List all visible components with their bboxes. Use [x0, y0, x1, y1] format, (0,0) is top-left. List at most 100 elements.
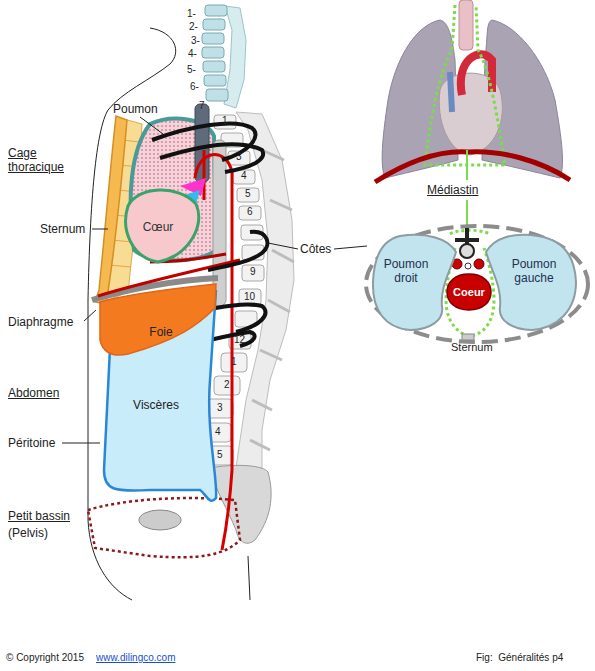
leader-line: [84, 310, 96, 321]
body-outline: [248, 556, 250, 600]
region-heading: Médiastin: [427, 183, 478, 197]
thoracic-vertebra: [214, 115, 236, 129]
thoracic-vertebra: [241, 225, 263, 240]
lung-section: [486, 235, 576, 330]
thorax-section-outline: [366, 226, 588, 342]
copyright-note: © Copyright 2015: [6, 652, 84, 664]
node-outline: [98, 280, 220, 362]
thoracic-vertebra: [242, 245, 264, 260]
rib: [208, 232, 267, 270]
region-heading: Petit bassin: [8, 509, 70, 523]
vertebra-number: 10: [244, 291, 255, 303]
organ-name: Coeur: [447, 286, 491, 299]
website-link: www.dilingco.com: [96, 652, 175, 664]
sternum-bone: [95, 116, 127, 304]
thoracic-vertebra: [239, 289, 261, 305]
leader-line: [140, 117, 163, 134]
part-label: Poumon: [113, 102, 158, 116]
bladder: [139, 510, 181, 530]
vessel-section: [474, 259, 484, 269]
vertebra-number: 1: [222, 115, 228, 127]
part-label: Côtes: [300, 242, 331, 256]
artery: [203, 150, 206, 200]
vertebra-number: 9: [250, 266, 256, 278]
vertebra-number: 4-: [188, 48, 197, 60]
node-text-group: Poumon droit: [377, 258, 435, 286]
diaphragm-picture: [375, 152, 570, 182]
thoracic-vertebra: [228, 151, 250, 165]
peritoneum-shape: [104, 290, 216, 501]
node-text-group: Poumon gauche: [503, 258, 565, 286]
node-text-group: Coeur: [447, 286, 491, 299]
cervical-vertebra: [202, 47, 224, 58]
heart-shape: [126, 190, 199, 262]
part-label: Sternum: [40, 222, 85, 236]
rib: [160, 144, 263, 172]
leader-line: [92, 229, 108, 230]
cervical-vertebra: [205, 5, 227, 16]
organ-name: Cœur: [128, 221, 188, 235]
part-label: Péritoine: [8, 436, 55, 450]
sacrum: [210, 465, 271, 543]
vertebra-number: 12: [234, 334, 245, 346]
oesophagus-section: [465, 263, 471, 269]
vertebra-number: 1: [231, 356, 237, 368]
vertebra-number: 3-: [191, 35, 200, 47]
lung-section: Poumon droit: [370, 232, 462, 334]
vertebra-number: 5-: [187, 64, 196, 76]
cervical-vertebra: [206, 89, 228, 101]
vertebra-number: 2-: [189, 21, 198, 33]
lung-section: Poumon gauche: [480, 232, 580, 334]
vertebra-section: [460, 244, 474, 258]
part-label: Sternum: [451, 341, 493, 354]
organ-name: Foie: [136, 326, 186, 340]
vertebra-number: 5: [245, 188, 251, 200]
figure-reference: Fig: Généralités p4: [476, 652, 563, 664]
lumbar-vertebra: [207, 399, 233, 418]
organ-name: Poumon droit: [377, 258, 435, 286]
cervical-vertebra: [204, 75, 226, 86]
trachea-picture: [459, 0, 473, 50]
thoracic-vertebra: [235, 311, 257, 327]
leader-line: [62, 443, 100, 444]
part-label: Diaphragme: [8, 315, 73, 329]
vertebra-number: 6: [247, 206, 253, 218]
region-heading: Cage thoracique: [8, 146, 80, 175]
cervical-vertebra: [203, 19, 225, 30]
node-text-group: Cœur: [128, 221, 188, 235]
aorta-picture: [461, 54, 492, 95]
region-heading: Abdomen: [8, 386, 59, 400]
mediastinum-outline: [450, 230, 490, 234]
cervical-vertebra: [203, 61, 225, 72]
lung-section: [373, 235, 456, 330]
peritoneum-shape: Viscères: [100, 340, 220, 510]
node-outline: [100, 340, 220, 510]
node-text-group: Foie: [136, 326, 186, 340]
vertebra-number: 5: [217, 449, 223, 461]
node-text-group: Viscères: [121, 399, 191, 413]
vein-picture: [450, 72, 452, 112]
vertebra-number: 7: [199, 100, 205, 112]
lumbar-vertebra: [221, 353, 247, 372]
vertebra-number: 2: [224, 379, 230, 391]
rib: [158, 332, 255, 352]
cervical-vertebra: [202, 33, 224, 44]
heart-section: [447, 274, 491, 310]
organ-name: Viscères: [121, 399, 191, 413]
heart-shape: Cœur: [118, 186, 202, 264]
heart-section: Coeur: [446, 273, 492, 311]
vertebra-number: 3: [217, 402, 223, 414]
vertebra-number: 4: [215, 426, 221, 438]
liver-shape: Foie: [98, 280, 220, 362]
mediastinum-outline: [425, 5, 505, 165]
thoracic-vertebra: [242, 265, 264, 281]
rib: [158, 304, 266, 332]
vertebra-number: 3: [236, 151, 242, 163]
thoracic-vertebra: [239, 206, 261, 220]
